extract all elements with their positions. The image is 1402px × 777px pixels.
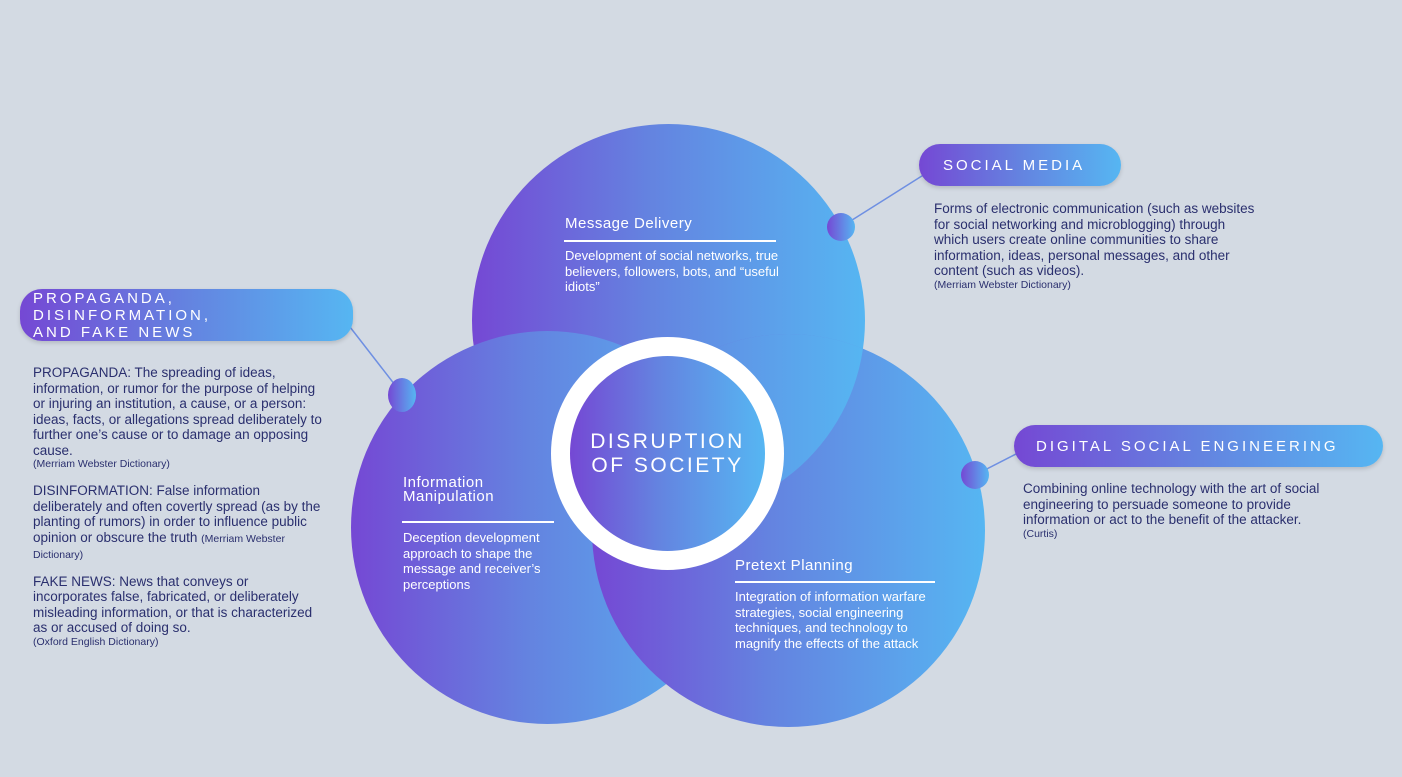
social-media-label: SOCIAL MEDIA bbox=[943, 156, 1086, 174]
digital-social-engineering-label: DIGITAL SOCIAL ENGINEERING bbox=[1036, 437, 1339, 455]
social-media-connector bbox=[840, 173, 926, 228]
propaganda-label-pill: PROPAGANDA, DISINFORMATION, AND FAKE NEW… bbox=[20, 289, 353, 341]
social-media-label-pill: SOCIAL MEDIA bbox=[919, 144, 1121, 186]
message-delivery-content: Message Delivery bbox=[565, 216, 785, 231]
social-media-dot bbox=[827, 213, 855, 241]
pretext-planning-divider bbox=[735, 581, 935, 583]
social-media-definition: Forms of electronic communication (such … bbox=[934, 201, 1255, 278]
information-manipulation-divider bbox=[402, 521, 554, 523]
fake-news-definition: FAKE NEWS: News that conveys or incorpor… bbox=[33, 573, 313, 636]
digital-social-engineering-info: Combining online technology with the art… bbox=[1023, 481, 1353, 541]
social-media-info: Forms of electronic communication (such … bbox=[934, 201, 1259, 292]
propaganda-definition: PROPAGANDA: The spreading of ideas, info… bbox=[33, 365, 322, 458]
pretext-planning-title: Pretext Planning bbox=[735, 557, 854, 574]
disinformation-text: DISINFORMATION: False information delibe… bbox=[33, 483, 321, 545]
pretext-planning-content: Pretext Planning bbox=[735, 558, 935, 573]
propaganda-dot bbox=[388, 378, 416, 412]
message-delivery-divider bbox=[564, 240, 776, 242]
propaganda-source: (Merriam Webster Dictionary) bbox=[33, 458, 170, 470]
propaganda-label: PROPAGANDA, DISINFORMATION, AND FAKE NEW… bbox=[33, 289, 212, 341]
digital-social-engineering-source: (Curtis) bbox=[1023, 527, 1058, 540]
information-manipulation-content: Information Manipulation bbox=[403, 474, 553, 505]
center-title: DISRUPTION OF SOCIETY bbox=[590, 429, 745, 477]
information-manipulation-description: Deception development approach to shape … bbox=[403, 530, 541, 592]
digital-social-engineering-label-pill: DIGITAL SOCIAL ENGINEERING bbox=[1014, 425, 1383, 467]
information-manipulation-title: Information Manipulation bbox=[403, 474, 495, 505]
digital-social-engineering-definition: Combining online technology with the art… bbox=[1023, 481, 1320, 527]
center-circle: DISRUPTION OF SOCIETY bbox=[570, 356, 765, 551]
disinformation-source: (Merriam Webster Dictionary) bbox=[33, 532, 285, 561]
disinformation-definition: DISINFORMATION: False information delibe… bbox=[33, 483, 323, 562]
message-delivery-title: Message Delivery bbox=[565, 215, 693, 232]
fake-news-source: (Oxford English Dictionary) bbox=[33, 635, 159, 648]
social-media-source: (Merriam Webster Dictionary) bbox=[934, 278, 1071, 291]
propaganda-info: PROPAGANDA: The spreading of ideas, info… bbox=[33, 365, 323, 661]
message-delivery-description: Development of social networks, true bel… bbox=[565, 248, 779, 294]
pretext-planning-description: Integration of information warfare strat… bbox=[735, 589, 926, 651]
digital-social-engineering-dot bbox=[961, 461, 989, 489]
